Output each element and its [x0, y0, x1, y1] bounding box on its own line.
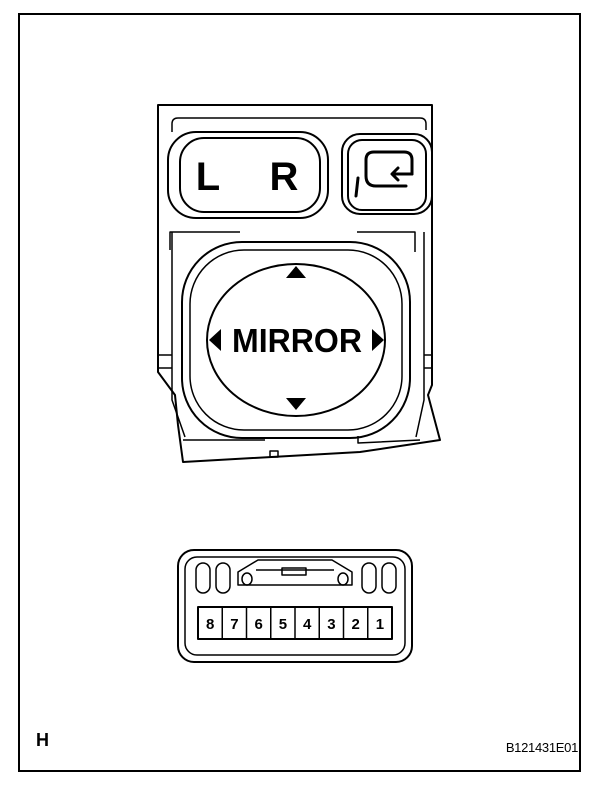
- retract-button[interactable]: [347, 139, 427, 211]
- pin-number-1: 1: [376, 616, 384, 633]
- mirror-pad-inner: [189, 249, 403, 431]
- corner-letter: H: [36, 730, 49, 750]
- switch-housing: [157, 104, 441, 463]
- arrow-down-icon: [286, 398, 306, 410]
- pin-number-6: 6: [254, 616, 262, 633]
- pin-number-3: 3: [327, 616, 335, 633]
- mirror-joystick[interactable]: [206, 263, 386, 417]
- figure-code: B121431E01: [505, 740, 578, 755]
- top-rail: [171, 117, 427, 132]
- figure-frame: [18, 13, 581, 772]
- latch-tab: [281, 567, 307, 576]
- guide-slot-4: [381, 562, 397, 594]
- arrow-left-icon: [209, 329, 221, 351]
- bottom-tab: [269, 450, 279, 458]
- latch-hole-left: [241, 572, 253, 586]
- bracket-top-left: [169, 231, 240, 250]
- inner-rail-right: [415, 232, 425, 438]
- side-notch-right: [424, 354, 432, 369]
- mirror-label: MIRROR: [232, 322, 362, 359]
- mirror-pad-frame: [181, 241, 411, 439]
- right-key-label: R: [270, 155, 299, 199]
- arrow-right-icon: [372, 329, 384, 351]
- mirror-retract-icon: [354, 150, 414, 198]
- retract-button-frame[interactable]: [341, 133, 433, 215]
- pin-number-2: 2: [351, 616, 359, 633]
- connector: [177, 549, 413, 663]
- lr-selector-frame[interactable]: [167, 131, 329, 219]
- bracket-bottom-right: [357, 436, 421, 444]
- bracket-top-right: [357, 231, 416, 252]
- lr-selector-key[interactable]: [179, 137, 321, 213]
- pin-number-8: 8: [206, 616, 214, 633]
- latch-hole-right: [337, 572, 349, 586]
- guide-slot-3: [361, 562, 377, 594]
- connector-housing-inner: [184, 556, 406, 656]
- left-key-label: L: [196, 155, 220, 199]
- side-notch-left: [158, 354, 172, 369]
- connector-latch: [237, 559, 353, 586]
- arrow-up-icon: [286, 266, 306, 278]
- pin-number-5: 5: [279, 616, 287, 633]
- guide-slot-1: [195, 562, 211, 594]
- guide-slot-2: [215, 562, 231, 594]
- inner-rail-left: [171, 232, 186, 438]
- connector-housing-outer: [177, 549, 413, 663]
- pin-number-7: 7: [230, 616, 238, 633]
- pin-number-4: 4: [303, 616, 312, 633]
- mirror-switch: [157, 104, 441, 463]
